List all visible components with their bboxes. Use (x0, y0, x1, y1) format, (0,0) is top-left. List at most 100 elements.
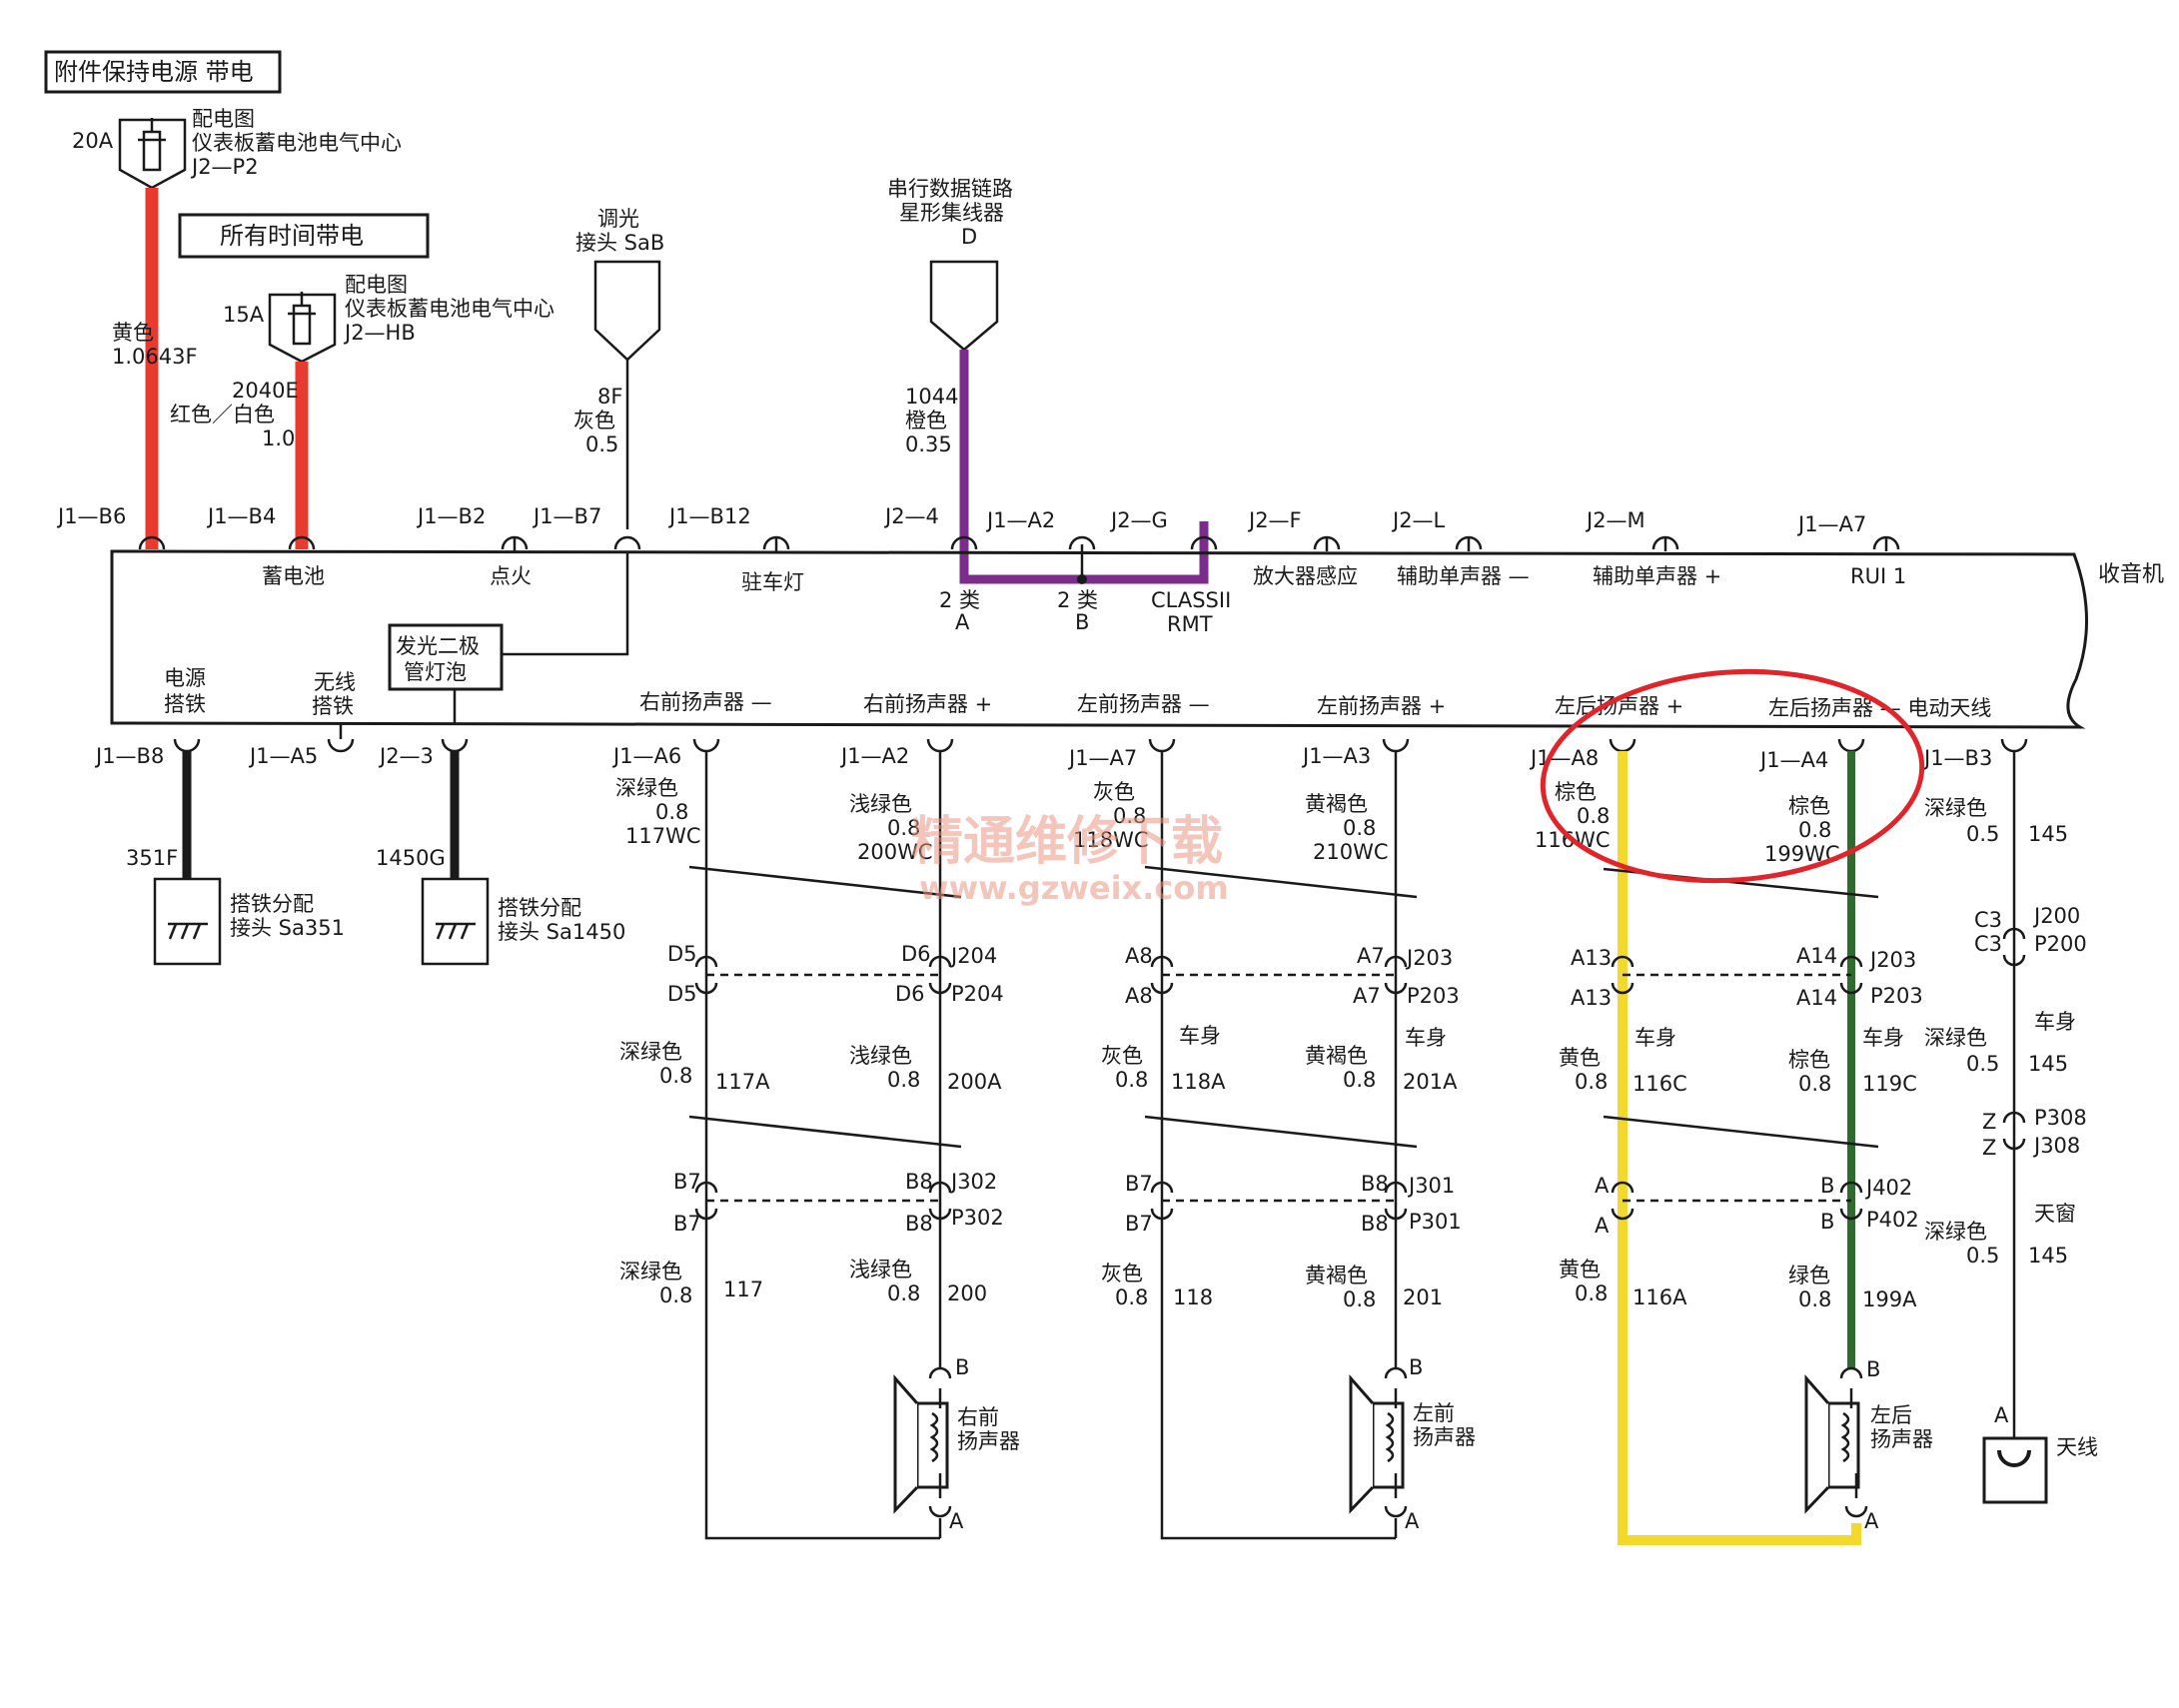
label-class2-a-letter: A (955, 610, 970, 634)
mw0-color: 深绿色 (619, 1040, 682, 1064)
pin-J1-A4: J1—A4 (1758, 748, 1828, 772)
body-label-5: 车身 (2034, 1010, 2076, 1034)
mw2-circuit: 118A (1171, 1070, 1226, 1094)
ground-sa1450-label-1: 搭铁分配 (498, 896, 581, 920)
label-rf-plus: 右前扬声器 + (863, 692, 992, 716)
uw6-gauge: 0.5 (1966, 822, 1999, 846)
pin-J1-B6: J1—B6 (56, 504, 126, 528)
label-lf-plus: 左前扬声器 + (1317, 694, 1446, 718)
mw4-color: 黄色 (1559, 1046, 1601, 1070)
pin-J1-B3: J1—B3 (1922, 746, 1992, 770)
dimmer-label-1: 调光 (597, 207, 639, 231)
pin-J1-B2: J1—B2 (416, 504, 486, 528)
lw3-gauge: 0.8 (1343, 1287, 1376, 1311)
fuse-20a-line2: 仪表板蓄电池电气中心 (192, 131, 402, 155)
speaker-lf-icon (1349, 1366, 1408, 1518)
label-power-ground-1: 电源 (164, 666, 206, 690)
serial-hub-connector (929, 260, 999, 352)
lw1-circuit: 200 (947, 1281, 987, 1305)
speaker-lr-icon (1804, 1366, 1868, 1518)
label-power-ground-2: 搭铁 (164, 692, 206, 716)
uw1-color: 浅绿色 (849, 792, 912, 816)
c2-pin-5: P302 (951, 1206, 1004, 1230)
lw1-gauge: 0.8 (887, 1281, 920, 1305)
label-class2-b: 2 类 (1057, 588, 1098, 612)
fuse-15a-line3: J2—HB (343, 321, 416, 345)
twist-markers (688, 865, 1879, 1149)
lw0-circuit: 117 (723, 1278, 763, 1301)
antenna-pin: A (1994, 1403, 2009, 1427)
c1-pin-10: J203 (1405, 946, 1453, 970)
lw0-gauge: 0.8 (659, 1283, 692, 1307)
all-time-power-box (178, 213, 430, 259)
ground-sa1450-icon (436, 922, 476, 940)
label-lf-minus: 左前扬声器 — (1077, 692, 1210, 716)
lw4-gauge: 0.8 (1575, 1281, 1608, 1305)
mw2-gauge: 0.8 (1115, 1068, 1148, 1092)
c2-pin-13: A (1595, 1214, 1610, 1238)
fuse-20a (118, 118, 187, 190)
c1-pin-17: P203 (1870, 984, 1923, 1008)
label-park-lamp: 驻车灯 (741, 570, 804, 594)
pin-J1-A2-top: J1—A2 (985, 508, 1055, 532)
uw0-circuit: 117WC (625, 824, 701, 848)
led-label-1: 发光二极 (396, 634, 480, 658)
c1-pin-5: P204 (951, 982, 1004, 1006)
mw4-gauge: 0.8 (1575, 1070, 1608, 1094)
uw3-circuit: 210WC (1313, 840, 1389, 864)
lw4-color: 黄色 (1559, 1258, 1601, 1281)
c2-pin-21: J308 (2032, 1134, 2080, 1158)
wire-yellow-spec: 1.0643F (112, 345, 198, 369)
connector-row-1 (694, 927, 2026, 995)
speaker-rf-label-1: 右前 (957, 1405, 999, 1429)
speaker-rf-pin-b: B (955, 1355, 969, 1379)
antenna-box (1982, 1436, 2048, 1504)
pin-J2-G: J2—G (1109, 508, 1168, 532)
ground-sa351-icon (168, 922, 208, 940)
lw0-color: 深绿色 (619, 1260, 682, 1283)
serial-hub-gauge: 0.35 (905, 432, 952, 456)
c2-pin-4: J302 (949, 1170, 997, 1194)
lw3-color: 黄褐色 (1305, 1264, 1368, 1287)
c1-pin-13: A13 (1571, 986, 1612, 1010)
fuse-15a-rating: 15A (223, 303, 265, 327)
mw4-circuit: 116C (1633, 1072, 1687, 1096)
wire-redwhite-circuit: 2040E (232, 379, 299, 403)
dimmer-connector (593, 260, 661, 362)
uw2-circuit: 118WC (1073, 828, 1149, 852)
wire-led (502, 551, 629, 656)
lw6-color: 深绿色 (1924, 1220, 1987, 1244)
ground-1450g-circuit: 1450G (376, 846, 446, 870)
antenna-icon (1997, 1449, 2031, 1467)
uw0-gauge: 0.8 (655, 800, 688, 824)
mw3-gauge: 0.8 (1343, 1068, 1376, 1092)
c2-pin-19: Z (1982, 1136, 1996, 1160)
fuse-20a-line3: J2—P2 (190, 155, 259, 179)
lw1-color: 浅绿色 (849, 1258, 912, 1281)
c1-pin-12: A13 (1571, 946, 1612, 970)
c2-pin-14: B (1820, 1174, 1834, 1198)
wire-class2-bus (959, 350, 1209, 584)
speaker-lr-pin-b: B (1866, 1357, 1880, 1381)
serial-hub-circuit: 1044 (905, 385, 958, 409)
uw6-color: 深绿色 (1924, 796, 1987, 820)
mw1-color: 浅绿色 (849, 1044, 912, 1068)
c2-pin-15: B (1820, 1210, 1834, 1234)
watermark-text: 精通维修下载 (911, 812, 1223, 872)
led-label-2: 管灯泡 (404, 660, 467, 684)
uw6-circuit: 145 (2028, 822, 2068, 846)
watermark-url: www.gzweix.com (919, 869, 1229, 907)
c1-pin-21: P200 (2034, 932, 2087, 956)
c1-pin-7: A8 (1125, 984, 1153, 1008)
label-lr-minus-antenna: 左后扬声器 — 电动天线 (1768, 696, 1991, 720)
label-class2-a: 2 类 (939, 588, 980, 612)
led-box (388, 623, 504, 691)
label-aux-minus: 辅助单声器 — (1397, 564, 1530, 588)
speaker-lr-pin-a: A (1864, 1509, 1879, 1533)
c1-pin-19: C3 (1974, 932, 2002, 956)
c1-pin-14: A14 (1796, 944, 1837, 968)
speaker-rf-pin-a: A (949, 1509, 964, 1533)
c1-pin-1: D5 (667, 982, 697, 1006)
label-classii: CLASSII (1151, 588, 1231, 612)
